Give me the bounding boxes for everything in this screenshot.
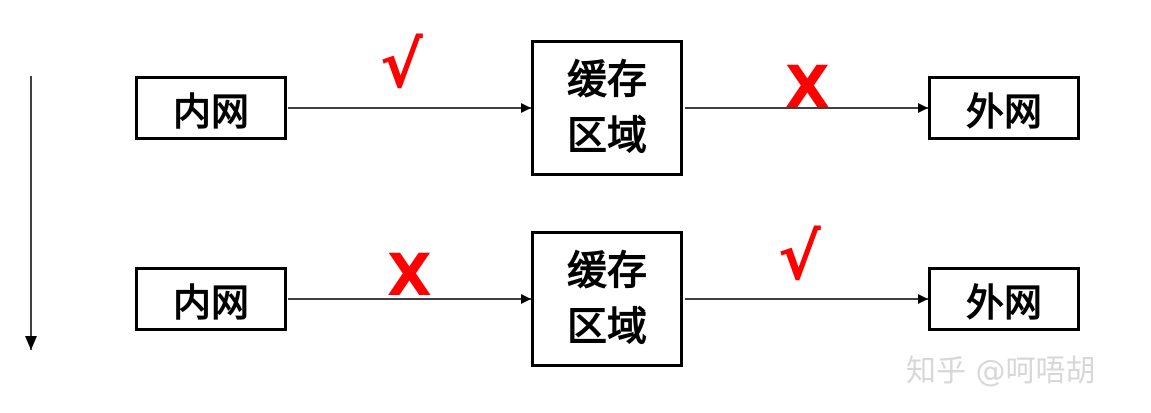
row2-intranet-box: 内网	[135, 267, 287, 331]
row2-right-check-mark: √	[778, 221, 821, 295]
row1-intranet-box: 内网	[135, 76, 287, 140]
row1-internet-box: 外网	[928, 76, 1080, 140]
row2-intranet-label: 内网	[172, 280, 249, 325]
row2-cache-label: 缓存 区域	[567, 248, 647, 350]
watermark: 知乎 @呵唔胡	[906, 354, 1096, 389]
row1-internet-label: 外网	[965, 89, 1042, 134]
row1-left-check-mark: √	[380, 29, 423, 103]
row2-left-cross-mark: X	[387, 241, 432, 309]
row2-cache-box: 缓存 区域	[531, 231, 683, 367]
row1-cache-box: 缓存 区域	[531, 40, 683, 176]
row1-right-cross-mark: X	[785, 53, 830, 121]
row1-cache-label: 缓存 区域	[567, 57, 647, 159]
row1-intranet-label: 内网	[172, 89, 249, 134]
row2-internet-box: 外网	[928, 267, 1080, 331]
row2-internet-label: 外网	[965, 280, 1042, 325]
